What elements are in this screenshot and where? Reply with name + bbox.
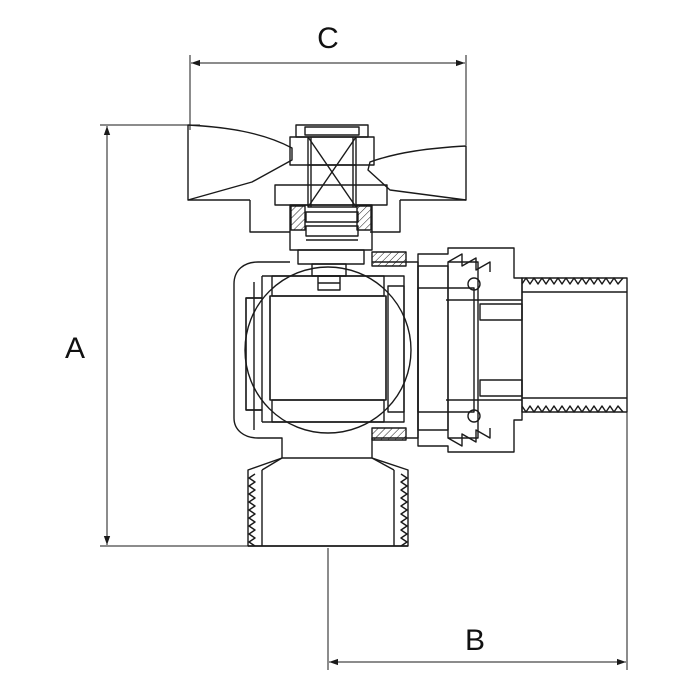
ball-bore xyxy=(269,295,387,401)
seat-left xyxy=(245,297,263,411)
valve xyxy=(187,124,628,547)
dimension-b-label: B xyxy=(465,624,485,657)
dimension-c xyxy=(189,55,467,145)
body-outline xyxy=(233,261,419,547)
outlet-pipe xyxy=(521,277,628,413)
stem xyxy=(307,136,357,208)
ball xyxy=(244,266,412,434)
seat-right xyxy=(387,285,405,413)
union-nut xyxy=(417,247,523,453)
handle-nut xyxy=(289,124,375,166)
inlet-pipe xyxy=(248,457,408,547)
dimension-a xyxy=(100,124,250,547)
dimension-c-label: C xyxy=(317,22,339,55)
stem-gland xyxy=(274,184,388,291)
butterfly-handle xyxy=(187,124,467,233)
dimension-a-label: A xyxy=(65,332,85,365)
dimension-b xyxy=(327,412,628,670)
